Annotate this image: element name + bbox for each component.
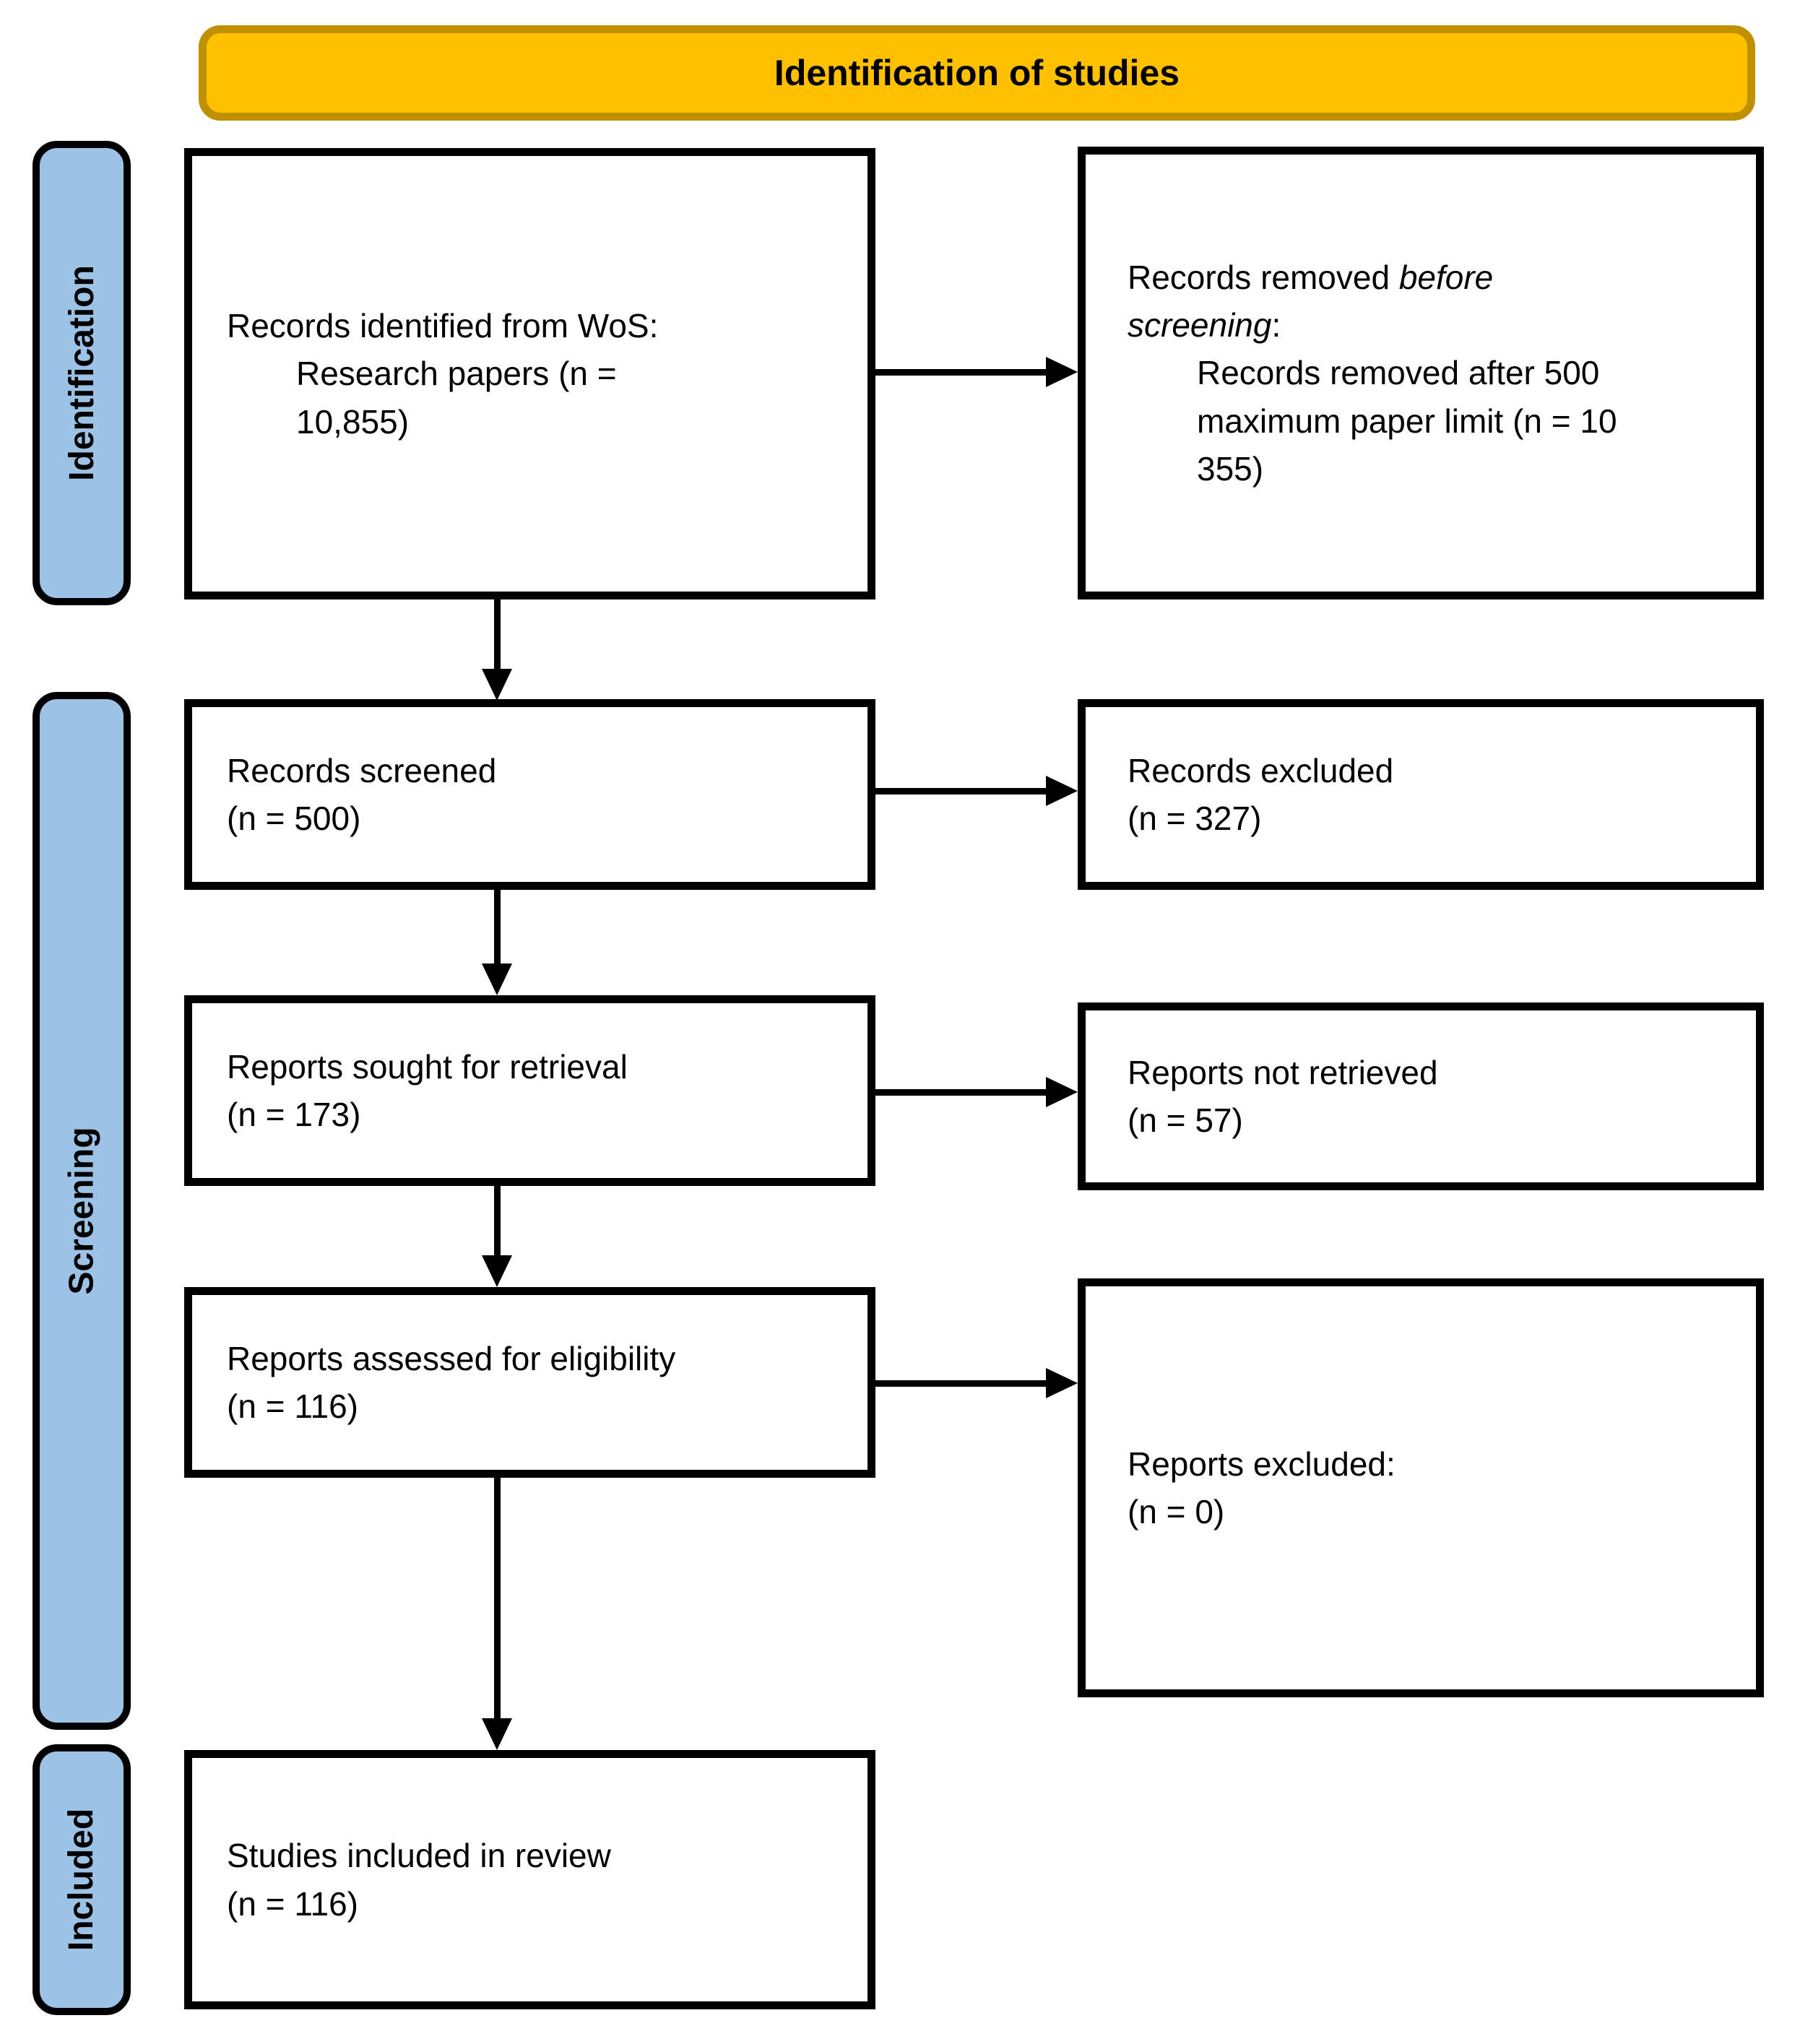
- box-reports-sought: Reports sought for retrieval (n = 173): [184, 995, 875, 1186]
- arrow-identified-to-removed-head: [1046, 357, 1078, 387]
- records-screened-line2: (n = 500): [227, 800, 361, 837]
- records-removed-line4: maximum paper limit (n = 10: [1197, 402, 1617, 440]
- reports-sought-line2: (n = 173): [227, 1096, 361, 1133]
- arrow-screened-to-excluded-head: [1046, 776, 1078, 806]
- arrow-assessed-to-reportsexcluded-head: [1046, 1368, 1078, 1398]
- reports-not-retrieved-line1: Reports not retrieved: [1128, 1053, 1438, 1091]
- records-excluded-line1: Records excluded: [1128, 751, 1394, 789]
- arrow-identified-to-removed-line: [875, 369, 1049, 376]
- box-records-identified: Records identified from WoS: Research pa…: [184, 148, 875, 599]
- arrow-screened-to-excluded-line: [875, 788, 1049, 794]
- records-excluded-line2: (n = 327): [1128, 800, 1262, 837]
- reports-sought-line1: Reports sought for retrieval: [227, 1047, 628, 1086]
- arrow-sought-to-notretrieved-line: [875, 1089, 1049, 1096]
- arrow-sought-to-assessed-head: [482, 1255, 512, 1287]
- stage-included: Included: [33, 1744, 131, 2015]
- box-records-removed: Records removed before screening: Record…: [1078, 147, 1764, 599]
- records-removed-line5: 355): [1197, 449, 1264, 488]
- arrow-assessed-to-included-head: [482, 1718, 512, 1750]
- page-title: Identification of studies: [774, 53, 1180, 93]
- arrow-sought-to-assessed-line: [494, 1186, 501, 1257]
- box-reports-excluded: Reports excluded: (n = 0): [1078, 1278, 1764, 1697]
- records-removed-line1: Records removed before: [1128, 258, 1494, 296]
- box-records-excluded: Records excluded (n = 327): [1078, 699, 1764, 890]
- box-studies-included: Studies included in review (n = 116): [184, 1750, 875, 2009]
- stage-screening: Screening: [33, 692, 131, 1730]
- reports-excluded-line2: (n = 0): [1128, 1493, 1225, 1530]
- stage-identification-label: Identification: [62, 265, 101, 481]
- arrow-assessed-to-reportsexcluded-line: [875, 1380, 1049, 1387]
- arrow-identified-to-screened-head: [482, 669, 512, 701]
- studies-included-line1: Studies included in review: [227, 1837, 611, 1875]
- records-screened-line1: Records screened: [227, 751, 497, 789]
- stage-screening-label: Screening: [62, 1127, 101, 1295]
- arrow-assessed-to-included-line: [494, 1478, 501, 1720]
- arrow-sought-to-notretrieved-head: [1046, 1077, 1078, 1107]
- records-removed-line2: screening:: [1128, 306, 1281, 345]
- arrow-screened-to-sought-line: [494, 890, 501, 965]
- arrow-identified-to-screened-line: [494, 599, 501, 670]
- records-identified-line3: 10,855): [296, 402, 410, 441]
- header-banner: Identification of studies: [199, 25, 1755, 121]
- records-identified-line2: Research papers (n =: [296, 355, 617, 393]
- records-removed-line3: Records removed after 500: [1197, 354, 1600, 392]
- records-identified-line1: Records identified from WoS:: [227, 307, 659, 345]
- reports-assessed-line2: (n = 116): [227, 1387, 358, 1425]
- reports-assessed-line1: Reports assessed for eligibility: [227, 1339, 676, 1377]
- reports-not-retrieved-line2: (n = 57): [1128, 1101, 1243, 1139]
- box-reports-assessed: Reports assessed for eligibility (n = 11…: [184, 1287, 875, 1478]
- reports-excluded-line1: Reports excluded:: [1128, 1445, 1396, 1483]
- box-records-screened: Records screened (n = 500): [184, 699, 875, 890]
- arrow-screened-to-sought-head: [482, 963, 512, 995]
- stage-identification: Identification: [33, 141, 131, 605]
- studies-included-line2: (n = 116): [227, 1884, 358, 1923]
- box-reports-not-retrieved: Reports not retrieved (n = 57): [1078, 1002, 1764, 1190]
- stage-included-label: Included: [62, 1808, 101, 1952]
